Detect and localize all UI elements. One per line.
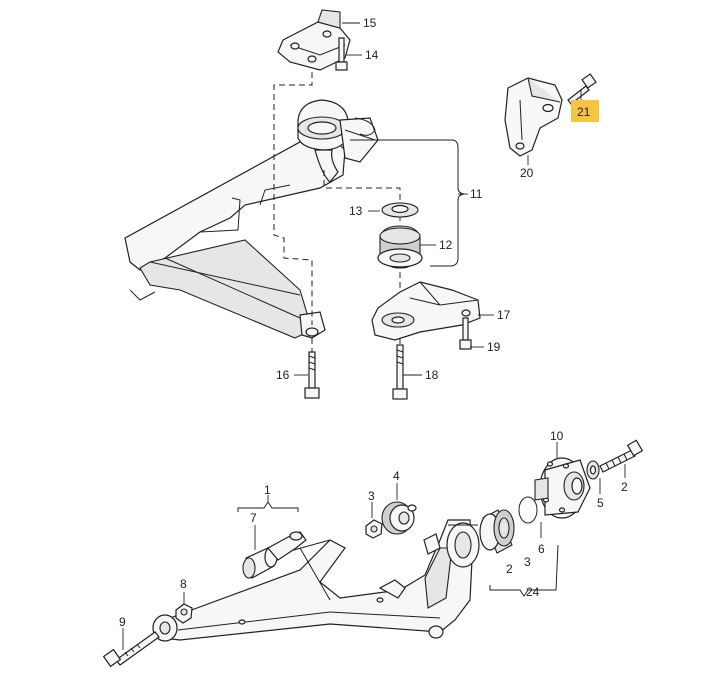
callout-21[interactable]: 21: [577, 105, 591, 119]
callout-14[interactable]: 14: [365, 48, 379, 62]
mount-bracket-17[interactable]: [371, 281, 481, 341]
callout-6[interactable]: 6: [538, 542, 545, 556]
washer-5[interactable]: [586, 460, 600, 480]
callout-16[interactable]: 16: [276, 368, 290, 382]
bushing-4[interactable]: [381, 501, 417, 535]
bracket-1-arm[interactable]: [267, 531, 307, 561]
callout-7[interactable]: 7: [250, 511, 257, 525]
bolt-2[interactable]: [599, 439, 644, 473]
callout-13[interactable]: 13: [349, 204, 363, 218]
bolt-9[interactable]: [102, 631, 160, 668]
callout-4[interactable]: 4: [393, 469, 400, 483]
wheel-hub-10[interactable]: [534, 457, 591, 519]
callout-15[interactable]: 15: [363, 16, 377, 30]
callout-18[interactable]: 18: [425, 368, 439, 382]
nut-3-left[interactable]: [365, 519, 383, 539]
bolt-21[interactable]: [567, 73, 597, 105]
washer-13[interactable]: [381, 202, 419, 218]
callout-10[interactable]: 10: [550, 429, 564, 443]
bolt-18[interactable]: [392, 344, 408, 400]
callout-8[interactable]: 8: [180, 577, 187, 591]
ring-6[interactable]: [518, 496, 538, 524]
support-bracket-20[interactable]: [504, 77, 563, 157]
callout-5[interactable]: 5: [597, 496, 604, 510]
callout-24[interactable]: 24: [526, 585, 540, 599]
rear-bushing-3[interactable]: [479, 509, 515, 554]
callout-19[interactable]: 19: [487, 340, 501, 354]
upper-mount-bracket[interactable]: [277, 9, 351, 71]
arm-rear-housing[interactable]: [446, 522, 480, 568]
engine-mount-cup[interactable]: [297, 99, 379, 183]
callout-3-right[interactable]: 3: [524, 555, 531, 569]
bolt-19[interactable]: [459, 317, 472, 350]
bolt-14[interactable]: [335, 37, 348, 71]
callout-12[interactable]: 12: [439, 238, 453, 252]
control-arm[interactable]: [159, 519, 473, 641]
callout-1[interactable]: 1: [264, 483, 271, 497]
group-brace-24: [489, 544, 559, 597]
callout-9[interactable]: 9: [119, 615, 126, 629]
callout-11[interactable]: 11: [470, 187, 483, 201]
callout-2-top[interactable]: 2: [621, 480, 628, 494]
arm-front-boss[interactable]: [152, 614, 178, 642]
subframe-crossmember[interactable]: [124, 134, 346, 339]
callout-2-bottom[interactable]: 2: [506, 562, 513, 576]
bolt-16[interactable]: [304, 351, 320, 399]
nut-8[interactable]: [175, 603, 193, 624]
rubber-mount-12[interactable]: [377, 225, 423, 269]
callout-20[interactable]: 20: [520, 166, 534, 180]
leader-lines: [122, 22, 626, 650]
clip[interactable]: [423, 533, 441, 555]
callout-21-highlight[interactable]: 21: [571, 100, 599, 122]
callout-17[interactable]: 17: [497, 308, 511, 322]
group-brace-1: [237, 501, 299, 512]
callout-3-left[interactable]: 3: [368, 489, 375, 503]
callout-labels: 15 14 11 13 12 17 19 16 18 20 21 10 2 5 …: [119, 16, 628, 629]
